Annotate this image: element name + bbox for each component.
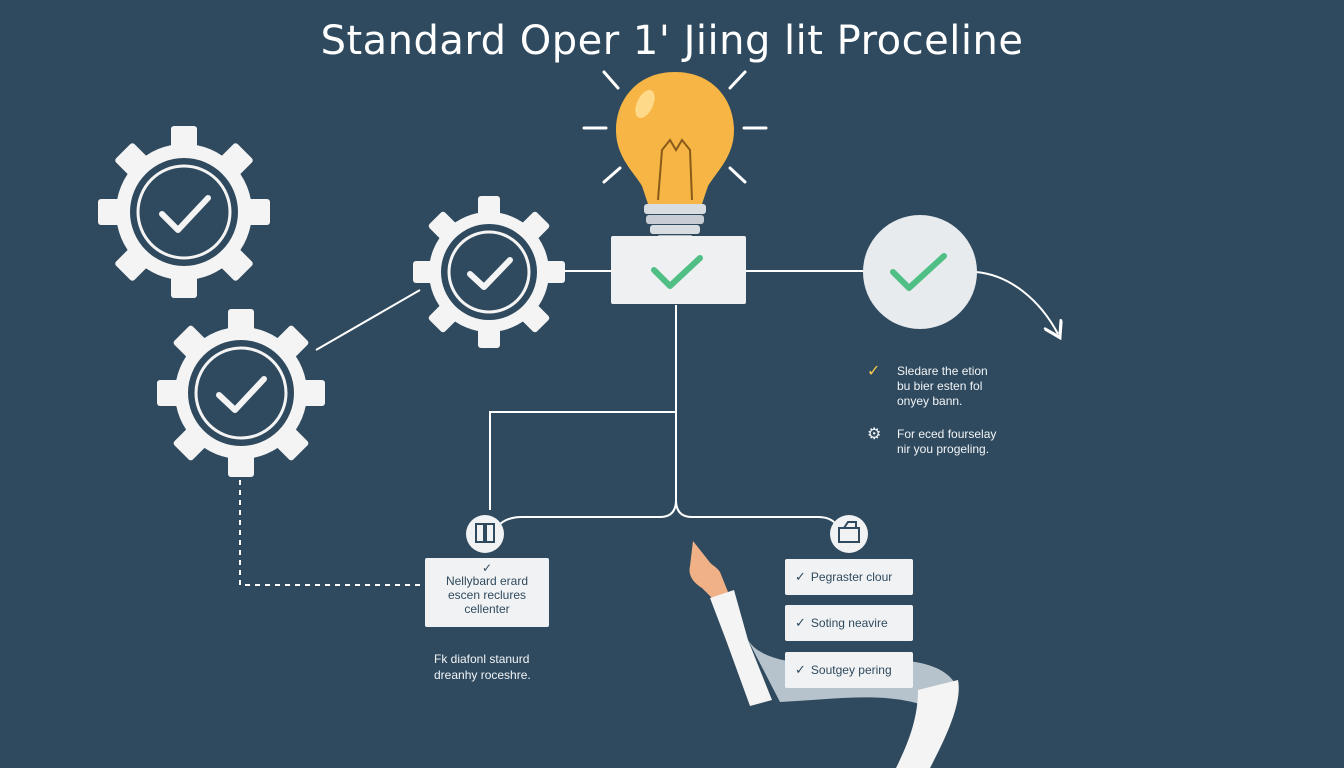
- gear-icon-top-left: [98, 126, 270, 298]
- standard-card: ✓ Nellybard erard escen reclures cellent…: [425, 558, 549, 627]
- step-card: ✓ Pegraster clour: [785, 559, 913, 595]
- card-line: cellenter: [464, 602, 510, 616]
- center-check-box: [611, 236, 746, 304]
- caption: Fk diafonl stanurd dreanhy roceshre.: [434, 651, 554, 683]
- check-icon: ✓: [795, 569, 806, 584]
- step-label: Soting neavire: [810, 616, 888, 630]
- check-icon: [159, 195, 211, 233]
- check-icon: [467, 257, 513, 290]
- connector-branch-left: [489, 411, 676, 510]
- connector-lines: [239, 270, 1058, 586]
- settings-icon: ⚙: [867, 426, 882, 443]
- connector-split-right: [675, 499, 837, 525]
- card-line: Nellybard erard: [445, 574, 529, 588]
- check-icon: ✓: [795, 662, 806, 677]
- note-line: Sledare the etion: [897, 364, 988, 378]
- step-card: ✓ Soutgey pering: [785, 652, 913, 688]
- circle-check: [863, 215, 977, 329]
- connector-split-left: [499, 499, 677, 525]
- note-line: onyey bann.: [897, 394, 963, 408]
- check-icon: ✓: [795, 615, 806, 630]
- connector-dashed: [239, 480, 424, 586]
- note-line: bu bier esten fol: [897, 379, 983, 393]
- check-icon: [651, 255, 703, 289]
- check-icon: [216, 376, 267, 413]
- gear-icon-bottom-left: [157, 309, 325, 477]
- light-rays: [582, 70, 768, 184]
- note-check: ✓ Sledare the etion bu bier esten fol on…: [867, 364, 988, 409]
- gear-icon-middle: [413, 196, 565, 348]
- folder-badge: [830, 515, 868, 553]
- check-icon: ✓: [867, 363, 881, 380]
- note-settings: ⚙ For eced fourselay nir you progeling.: [867, 427, 997, 457]
- lightbulb-icon: [582, 70, 768, 246]
- note-line: nir you progeling.: [897, 442, 990, 456]
- check-icon: ✓: [481, 561, 493, 575]
- card-line: escen reclures: [447, 588, 527, 602]
- step-label: Pegraster clour: [810, 570, 893, 584]
- caption-line: dreanhy roceshre.: [434, 668, 531, 682]
- folder-icon: [838, 521, 860, 543]
- step-label: Soutgey pering: [810, 663, 892, 677]
- note-line: For eced fourselay: [897, 427, 997, 441]
- step-card: ✓ Soting neavire: [785, 605, 913, 641]
- connector-gear-diagonal: [315, 289, 421, 351]
- document-icon: [475, 523, 495, 543]
- check-icon: [890, 253, 947, 291]
- caption-line: Fk diafonl stanurd: [434, 652, 530, 666]
- page-title: Standard Oper 1' Jiing lit Proceline: [320, 18, 1024, 64]
- document-badge: [466, 515, 504, 553]
- connector-arrow-out: [975, 271, 1058, 334]
